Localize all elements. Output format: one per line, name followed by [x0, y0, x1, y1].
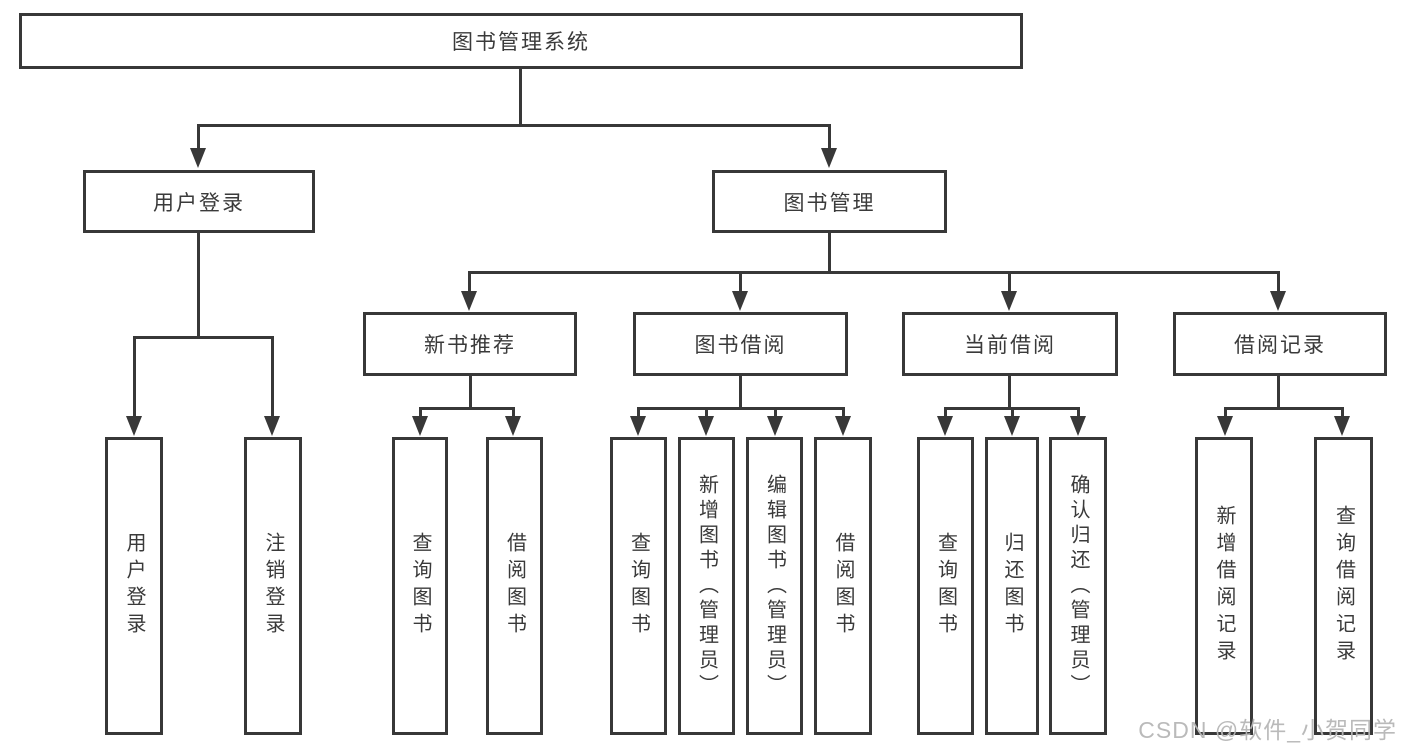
- connector-line: [944, 407, 947, 418]
- connector-line: [637, 407, 640, 418]
- leaf-label: 查询借阅记录: [1332, 505, 1355, 667]
- leaf-return-books: 归还图书: [985, 437, 1039, 735]
- arrow-down-icon: [412, 416, 428, 436]
- leaf-label: 编辑图书（管理员）: [763, 473, 786, 699]
- arrow-down-icon: [461, 291, 477, 311]
- connector-line: [828, 233, 831, 274]
- leaf-query-books-current: 查询图书: [917, 437, 974, 735]
- connector-line: [1077, 407, 1080, 418]
- leaf-label: 注销登录: [262, 532, 284, 640]
- connector-line: [739, 271, 742, 293]
- leaf-label: 新增图书（管理员）: [695, 473, 718, 699]
- connector-line: [133, 336, 136, 418]
- connector-line: [519, 69, 522, 127]
- connector-line: [133, 336, 274, 339]
- arrow-down-icon: [1217, 416, 1233, 436]
- leaf-label: 归还图书: [1001, 532, 1023, 640]
- arrow-down-icon: [190, 148, 206, 168]
- node-label: 新书推荐: [424, 334, 516, 357]
- leaf-add-borrow-record: 新增借阅记录: [1195, 437, 1253, 735]
- arrow-down-icon: [1004, 416, 1020, 436]
- leaf-query-books-borrow: 查询图书: [610, 437, 667, 735]
- connector-line: [468, 271, 471, 293]
- leaf-label: 借阅图书: [503, 532, 526, 640]
- node-label: 图书借阅: [694, 334, 787, 357]
- arrow-down-icon: [937, 416, 953, 436]
- connector-line: [637, 407, 845, 410]
- arrow-down-icon: [1270, 291, 1286, 311]
- arrow-down-icon: [1001, 291, 1017, 311]
- connector-line: [1277, 376, 1280, 409]
- leaf-edit-books-admin: 编辑图书（管理员）: [746, 437, 803, 735]
- connector-line: [197, 233, 200, 339]
- leaf-add-books-admin: 新增图书（管理员）: [678, 437, 735, 735]
- connector-line: [1224, 407, 1227, 418]
- connector-line: [1341, 407, 1344, 418]
- arrow-down-icon: [1334, 416, 1350, 436]
- leaf-query-borrow-record: 查询借阅记录: [1314, 437, 1373, 735]
- leaf-query-books-recommend: 查询图书: [392, 437, 448, 735]
- leaf-label: 用户登录: [123, 532, 145, 640]
- leaf-label: 借阅图书: [832, 532, 854, 640]
- connector-line: [1008, 271, 1011, 293]
- connector-line: [469, 376, 472, 409]
- arrow-down-icon: [264, 416, 280, 436]
- connector-line: [271, 336, 274, 418]
- leaf-logout: 注销登录: [244, 437, 302, 735]
- connector-line: [842, 407, 845, 418]
- connector-line: [197, 124, 200, 150]
- arrow-down-icon: [126, 416, 142, 436]
- node-borrow-records: 借阅记录: [1173, 312, 1387, 376]
- leaf-borrow-books: 借阅图书: [814, 437, 872, 735]
- node-current-borrow: 当前借阅: [902, 312, 1118, 376]
- connector-line: [419, 407, 515, 410]
- node-user-login: 用户登录: [83, 170, 315, 233]
- node-label: 借阅记录: [1234, 334, 1326, 357]
- arrow-down-icon: [821, 148, 837, 168]
- arrow-down-icon: [767, 416, 783, 436]
- connector-line: [1011, 407, 1014, 418]
- connector-line: [419, 407, 422, 418]
- connector-line: [197, 124, 831, 127]
- node-label: 用户登录: [153, 191, 245, 215]
- connector-line: [1224, 407, 1344, 410]
- arrow-down-icon: [732, 291, 748, 311]
- csdn-watermark: CSDN @软件_小贺同学: [1138, 717, 1397, 743]
- connector-line: [774, 407, 777, 418]
- connector-line: [1008, 376, 1011, 409]
- arrow-down-icon: [505, 416, 521, 436]
- leaf-borrow-books-recommend: 借阅图书: [486, 437, 543, 735]
- node-book-borrow: 图书借阅: [633, 312, 848, 376]
- connector-line: [828, 124, 831, 150]
- node-label: 当前借阅: [964, 334, 1056, 357]
- node-new-book-recommend: 新书推荐: [363, 312, 577, 376]
- arrow-down-icon: [1070, 416, 1086, 436]
- leaf-label: 查询图书: [934, 532, 957, 640]
- node-library-system: 图书管理系统: [19, 13, 1023, 69]
- node-label: 图书管理: [783, 191, 876, 215]
- leaf-label: 新增借阅记录: [1213, 505, 1235, 667]
- leaf-label: 查询图书: [627, 532, 650, 640]
- connector-line: [468, 271, 1280, 274]
- connector-line: [739, 376, 742, 409]
- connector-line: [512, 407, 515, 418]
- connector-line: [1277, 271, 1280, 293]
- arrow-down-icon: [630, 416, 646, 436]
- connector-line: [705, 407, 708, 418]
- leaf-label: 确认归还（管理员）: [1067, 473, 1089, 699]
- arrow-down-icon: [835, 416, 851, 436]
- node-label: 图书管理系统: [452, 31, 590, 54]
- arrow-down-icon: [698, 416, 714, 436]
- node-book-management: 图书管理: [712, 170, 947, 233]
- leaf-confirm-return-admin: 确认归还（管理员）: [1049, 437, 1107, 735]
- leaf-label: 查询图书: [409, 532, 431, 640]
- leaf-user-login: 用户登录: [105, 437, 163, 735]
